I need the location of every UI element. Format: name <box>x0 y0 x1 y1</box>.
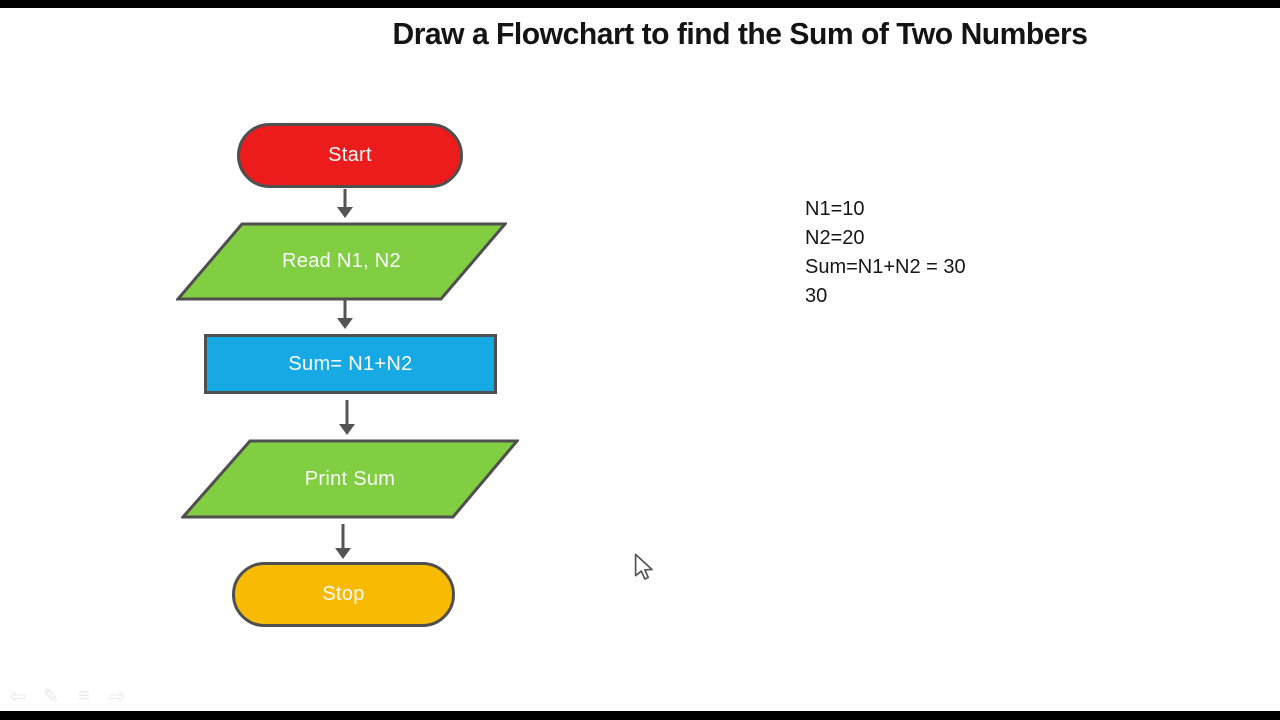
note-line-n1: N1=10 <box>805 198 865 220</box>
flowchart-node-process: Sum= N1+N2 <box>204 334 497 394</box>
pen-tool-icon[interactable]: ✎ <box>42 685 60 708</box>
connector-arrow-1 <box>337 189 353 218</box>
node-read-label: Read N1, N2 <box>282 250 401 272</box>
note-line-n2: N2=20 <box>805 227 865 249</box>
letterbox-bottom-bar <box>0 711 1280 720</box>
connector-arrow-4 <box>335 524 351 559</box>
note-line-result: 30 <box>805 285 828 307</box>
node-print-label: Print Sum <box>304 467 396 490</box>
letterbox-top-bar <box>0 0 1280 8</box>
previous-slide-icon[interactable]: ⇦ <box>9 685 27 708</box>
parallelogram-shape <box>181 439 519 519</box>
slide-menu-icon[interactable]: ≡ <box>78 684 90 707</box>
worked-example-note: N1=10 N2=20 Sum=N1+N2 = 30 30 <box>805 195 966 311</box>
mouse-cursor-icon <box>634 553 653 580</box>
next-slide-icon[interactable]: ⇨ <box>108 685 126 708</box>
node-start-label: Start <box>328 144 372 166</box>
flowchart-node-start: Start <box>237 123 463 188</box>
slide-title: Draw a Flowchart to find the Sum of Two … <box>392 16 1088 51</box>
connector-arrow-3 <box>339 400 355 435</box>
parallelogram-shape <box>176 222 507 301</box>
node-stop-label: Stop <box>322 583 365 605</box>
note-line-sum: Sum=N1+N2 = 30 <box>805 256 966 278</box>
flowchart-node-print: Print Sum <box>181 439 519 519</box>
connector-arrow-2 <box>337 298 353 329</box>
flowchart-node-stop: Stop <box>232 562 455 627</box>
node-process-label: Sum= N1+N2 <box>288 352 413 375</box>
flowchart-node-read: Read N1, N2 <box>176 222 507 301</box>
presenter-controls: ⇦ ✎ ≡ ⇨ <box>8 684 127 708</box>
